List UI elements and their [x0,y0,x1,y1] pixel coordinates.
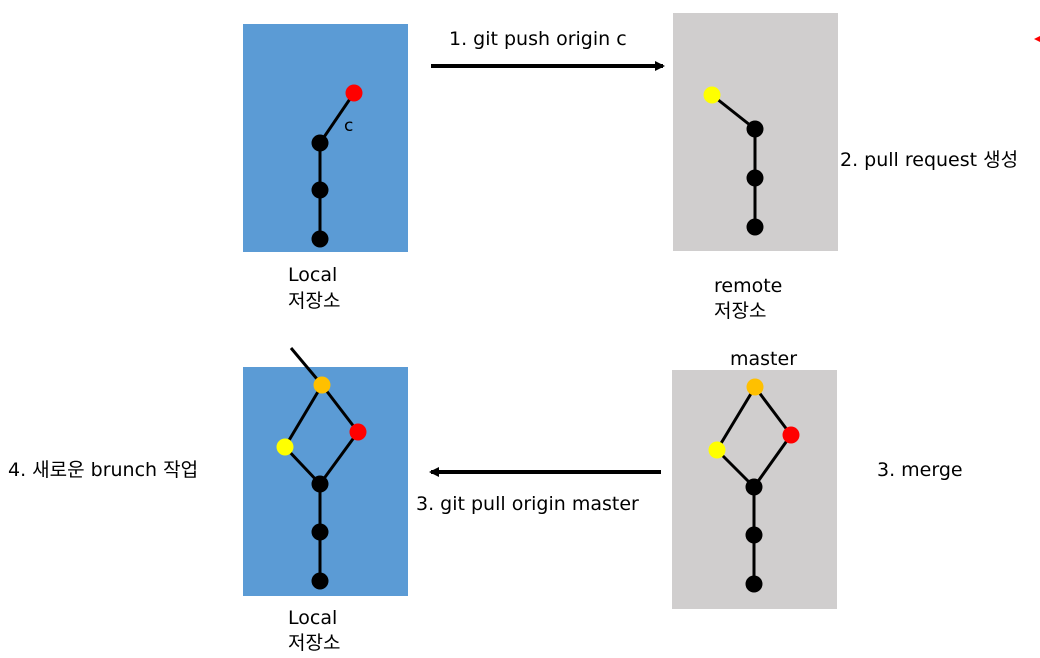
local-top-caption-line2: 저장소 [288,290,341,312]
commit-edge [711,93,756,131]
commit-node-remote-other [708,441,726,459]
step-new-branch-label: 4. 새로운 brunch 작업 [8,459,199,481]
merge-commit-node [746,378,764,396]
remote-top-caption-line2: 저장소 [714,300,767,322]
commit-node [745,575,763,593]
commit-node [311,230,329,248]
local-bottom-caption-line1: Local [288,607,338,629]
step-pull-label: 3. git pull origin master [416,493,639,515]
commit-node [746,120,764,138]
step-merge-label: 3. merge [877,459,963,481]
local-bottom-graph [276,347,367,590]
commit-edge [715,448,756,489]
edge-mark [1034,36,1040,42]
commit-node-remote-other [703,86,721,104]
master-branch-label: master [730,348,798,370]
local-top-graph [311,84,363,248]
commit-edge [318,92,356,144]
merge-commit-node [313,376,331,394]
commit-node [311,134,329,152]
commit-node [311,475,329,493]
commit-c-label: c [344,116,354,136]
commit-edge [752,434,793,488]
commit-node [745,478,763,496]
remote-top-graph [703,86,764,236]
commit-node [746,169,764,187]
commit-node-c [345,84,363,102]
commit-node [745,526,763,544]
commit-node-c [782,426,800,444]
commit-node-c [349,423,367,441]
local-bottom-caption-line2: 저장소 [288,632,341,654]
commit-edge [753,386,793,436]
commit-edge [715,386,757,451]
commit-node-remote-other [276,438,294,456]
remote-top-caption-line1: remote [714,275,783,297]
commit-node [311,523,329,541]
step-push-label: 1. git push origin c [449,28,627,50]
commit-edge [283,384,324,448]
commit-edge [320,384,360,433]
commit-node [746,218,764,236]
remote-bottom-graph [708,378,800,593]
commit-node [311,572,329,590]
step-pull-request-label: 2. pull request 생성 [840,149,1019,171]
commit-edge [318,431,360,485]
commit-node [311,181,329,199]
local-top-caption-line1: Local [288,264,338,286]
